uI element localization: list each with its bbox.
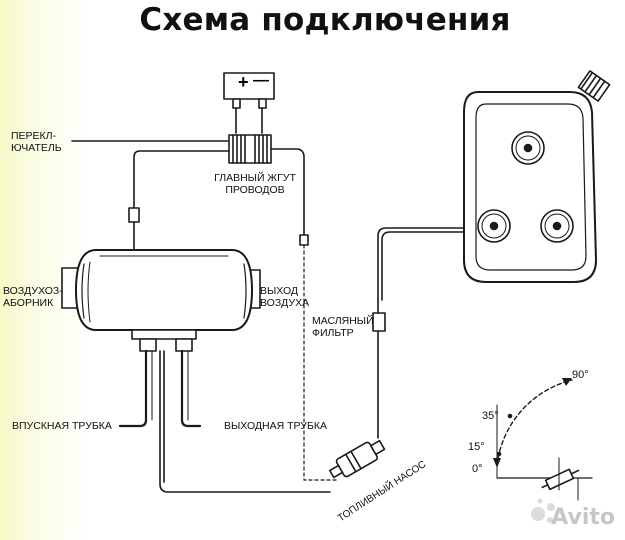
intake-pipe <box>118 349 148 428</box>
dashed-line <box>303 244 337 481</box>
angle-15: 15° <box>468 441 485 453</box>
wire-connector-icon <box>128 207 140 223</box>
inlet-pipe-label: ВПУСКНАЯ ТРУБКА <box>12 420 112 432</box>
avito-logo-icon <box>531 498 555 523</box>
angle-0: 0° <box>472 463 483 475</box>
harness-label: ГЛАВНЫЙ ЖГУТ ПРОВОДОВ <box>214 172 296 196</box>
fuel-line <box>159 350 331 493</box>
sensor-connector-icon <box>299 234 309 246</box>
oil-filter-label: МАСЛЯНЫЙ ФИЛЬТР <box>312 315 374 339</box>
oil-filter-icon <box>372 312 386 332</box>
air-intake-label: ВОЗДУХОЗ- АБОРНИК <box>3 285 63 309</box>
battery-plus-sign: + <box>238 72 249 92</box>
wiring-harness-icon <box>228 134 272 164</box>
outlet-pipe <box>180 349 202 428</box>
battery-minus-sign: — <box>253 72 269 89</box>
angle-35: 35° <box>482 410 499 422</box>
watermark: Avito <box>551 505 615 530</box>
fuel-tank-icon <box>463 70 611 283</box>
fuel-pump-icon <box>328 439 386 479</box>
heater-icon <box>61 249 261 352</box>
angle-diagram <box>493 378 593 501</box>
angle-90: 90° <box>572 369 589 381</box>
heater-wire <box>133 150 230 209</box>
switch-label: ПЕРЕКЛ- ЮЧАТЕЛЬ <box>11 130 62 154</box>
page-title: Схема подключения <box>139 2 511 38</box>
battery-icon <box>223 72 275 134</box>
outlet-pipe-label: ВЫХОДНАЯ ТРУБКА <box>224 420 327 432</box>
sensor-wire <box>270 148 305 236</box>
air-outlet-label: ВЫХОД ВОЗДУХА <box>260 285 310 309</box>
